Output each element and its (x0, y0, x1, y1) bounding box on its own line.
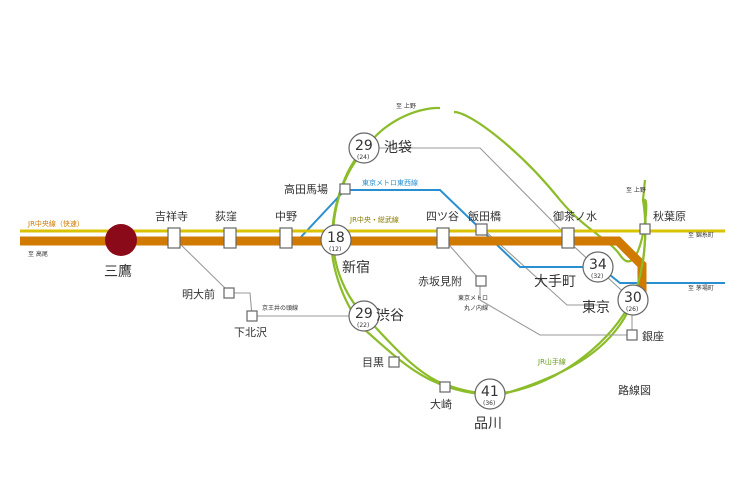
station-meidaimae: 明大前 (182, 287, 215, 301)
time-shinjuku: 18 (327, 230, 345, 246)
station-shibuya: 29 (22) 渋谷 (348, 300, 404, 332)
station-akihabara: 秋葉原 (653, 209, 686, 223)
station-nakano-marker (279, 227, 293, 249)
station-meguro: 目黒 (362, 356, 384, 369)
station-iidabashi-marker (475, 223, 488, 236)
station-tokyo-name: 東京 (582, 300, 610, 316)
time-otemachi: 34 (589, 257, 607, 273)
station-kichijoji: 吉祥寺 (155, 209, 188, 223)
station-shibuya-name: 渋谷 (376, 308, 404, 324)
station-ginza: 銀座 (642, 329, 664, 343)
dest-kayabacho: 至 茅場町 (688, 284, 714, 292)
chuo-rapid-line (20, 236, 647, 300)
station-meguro-marker (388, 356, 400, 368)
station-ochanomizu-marker (561, 227, 575, 249)
station-ikebukuro-name: 池袋 (384, 140, 412, 156)
origin-marker (105, 224, 137, 256)
station-akasakamitsuke-marker (475, 275, 487, 287)
dest-ueno-right: 至 上野 (626, 186, 646, 194)
station-shimokitazawa-marker (246, 310, 258, 322)
marunouchi-label-2: 丸ノ内線 (464, 304, 488, 312)
station-yotsuya: 四ツ谷 (426, 210, 459, 223)
station-shinagawa-name: 品川 (474, 416, 502, 432)
station-otemachi-name: 大手町 (534, 274, 576, 290)
time-ikebukuro: 29 (355, 138, 373, 154)
time-alt-ikebukuro: (24) (357, 154, 369, 161)
station-shimokitazawa: 下北沢 (234, 325, 267, 339)
chuo-rapid-label: JR中央線（快速） (27, 219, 84, 228)
station-otemachi: 34 (32) 大手町 (534, 251, 614, 290)
station-ikebukuro: 29 (24) 池袋 (348, 132, 412, 164)
station-meidaimae-marker (223, 287, 235, 299)
time-alt-shibuya: (22) (357, 322, 369, 329)
dest-kinshicho: 至 錦糸町 (688, 231, 714, 239)
dest-ueno-top: 至 上野 (396, 102, 416, 110)
time-alt-otemachi: (32) (591, 273, 603, 280)
station-shinjuku: 18 (12) 新宿 (320, 224, 370, 276)
chuo-sobu-label: JR中央・総武線 (349, 215, 399, 224)
station-takadanobaba: 高田馬場 (284, 182, 328, 196)
time-alt-shinagawa: (36) (483, 400, 495, 407)
station-ochanomizu: 御茶ノ水 (553, 209, 597, 223)
station-iidabashi: 飯田橋 (468, 209, 501, 223)
station-nakano: 中野 (275, 210, 297, 223)
time-alt-tokyo: (26) (626, 306, 638, 313)
yamanote-line (330, 110, 648, 397)
dest-takao: 至 高尾 (28, 250, 48, 258)
tozai-label: 東京メトロ東西線 (362, 178, 418, 187)
station-akasakamitsuke: 赤坂見附 (418, 274, 462, 288)
time-shibuya: 29 (355, 306, 373, 322)
time-shinagawa: 41 (481, 384, 499, 400)
marunouchi-label-1: 東京メトロ (458, 294, 488, 302)
origin-name: 三鷹 (104, 264, 132, 280)
station-ogikubo: 荻窪 (215, 209, 237, 223)
yamanote-label: JR山手線 (537, 357, 566, 366)
station-akihabara-marker (639, 223, 651, 235)
time-tokyo: 30 (624, 290, 642, 306)
station-osaki: 大崎 (430, 397, 452, 411)
keio-inokashira-label: 京王井の頭線 (262, 304, 298, 312)
station-ginza-marker (626, 329, 638, 341)
station-shinjuku-name: 新宿 (342, 259, 370, 276)
station-yotsuya-marker (436, 227, 450, 249)
station-osaki-marker (439, 381, 451, 393)
station-ogikubo-marker (223, 227, 237, 249)
yamanote-line-visible (331, 106, 647, 395)
station-tokyo: 30 (26) 東京 (582, 284, 649, 316)
station-shinagawa: 41 (36) 品川 (474, 378, 506, 432)
station-kichijoji-marker (167, 227, 181, 249)
map-caption: 路線図 (618, 383, 651, 397)
time-alt-shinjuku: (12) (329, 246, 341, 253)
station-takadanobaba-marker (339, 183, 351, 195)
